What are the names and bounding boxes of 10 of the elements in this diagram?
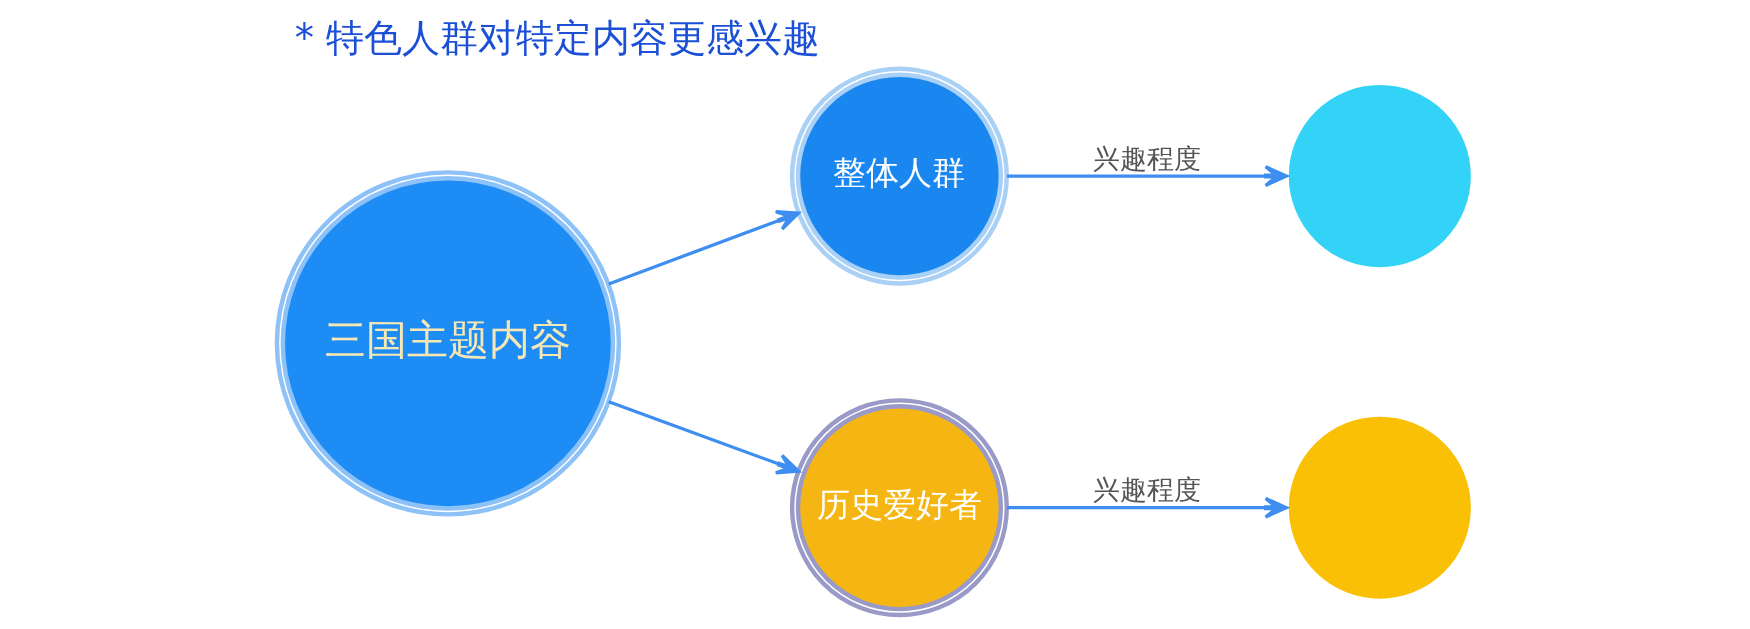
node-circle: 整体人群 — [789, 66, 1009, 286]
diagram-title: * 特色人群对特定内容更感兴趣 — [294, 14, 821, 60]
arrow — [1006, 496, 1288, 519]
edge-label: 兴趣程度 — [1092, 474, 1201, 506]
arrow — [1006, 165, 1288, 188]
node-circle: 三国主题内容 — [274, 170, 622, 517]
arrow — [608, 400, 801, 475]
arrow — [608, 210, 801, 286]
node-circle: 历史爱好者 — [789, 398, 1009, 618]
edge-label: 兴趣程度 — [1092, 142, 1201, 174]
